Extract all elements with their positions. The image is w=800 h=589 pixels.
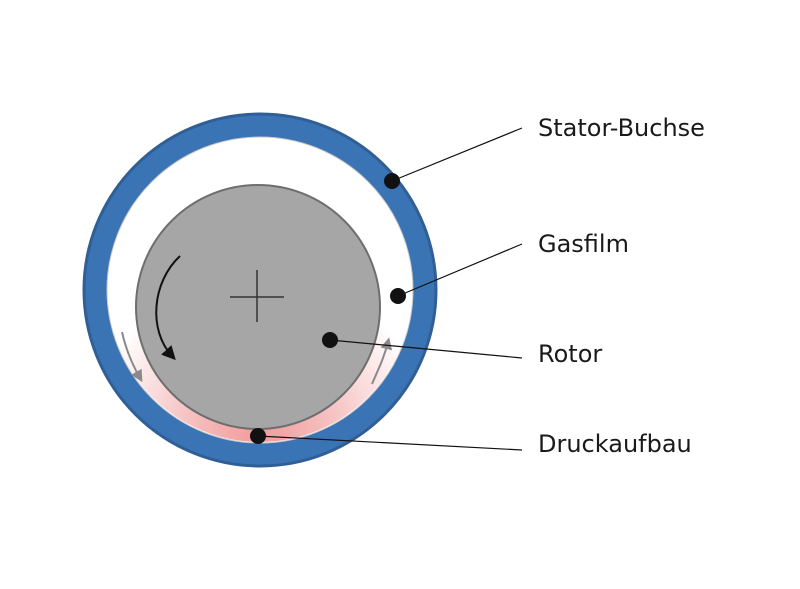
leader-line-gasfilm (397, 243, 523, 297)
curved-arrow-icon (155, 255, 181, 361)
rotor (135, 184, 381, 430)
label-rotor: Rotor (538, 340, 602, 368)
pressure-marker (250, 428, 266, 444)
crosshair-icon (230, 270, 284, 322)
gasfilm-marker (390, 288, 406, 304)
label-stator: Stator-Buchse (538, 114, 705, 142)
flow-arrow-left (121, 331, 143, 383)
rotor-marker (322, 332, 338, 348)
leader-line-stator (391, 127, 523, 182)
leader-line-rotor (329, 339, 523, 359)
label-pressure: Druckaufbau (538, 430, 692, 458)
leader-line-pressure (257, 435, 523, 451)
label-gasfilm: Gasfilm (538, 230, 629, 258)
stator-marker (384, 173, 400, 189)
